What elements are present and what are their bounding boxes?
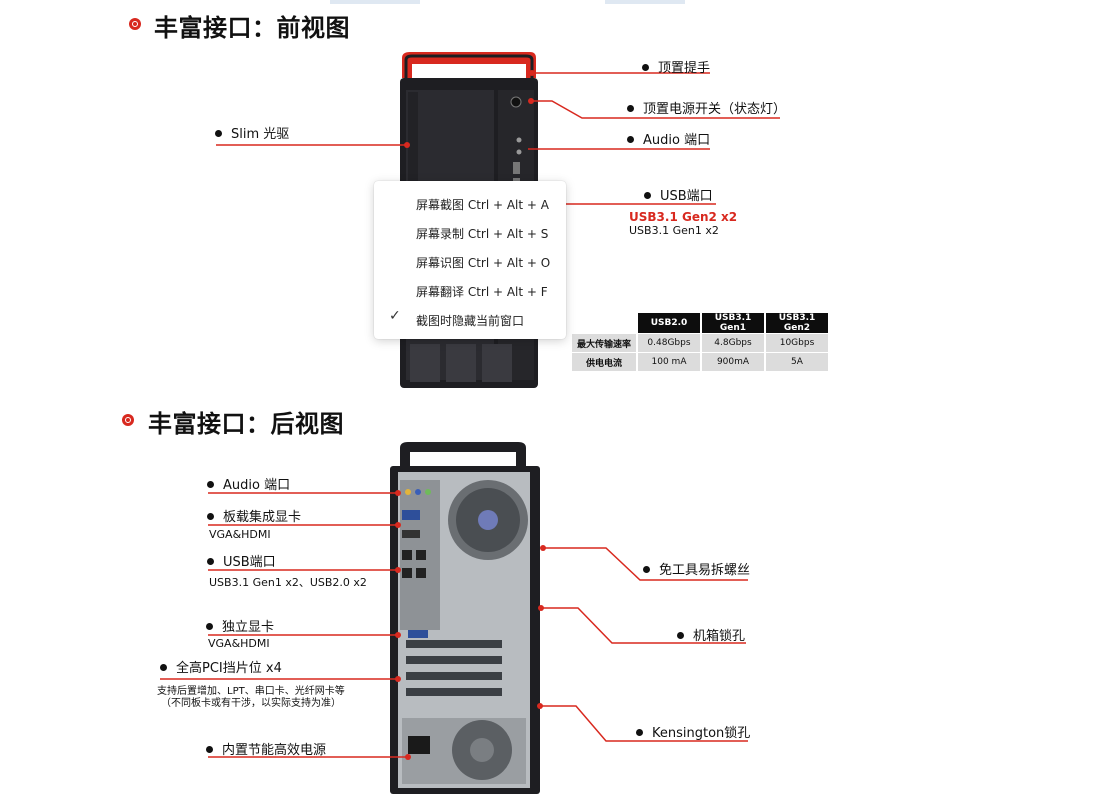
- usb-spec-table: USB2.0 USB3.1 Gen1 USB3.1 Gen2 最大传输速率 0.…: [572, 313, 830, 371]
- handle-text: 顶置提手: [658, 61, 711, 76]
- discrete-gpu-sub: VGA&HDMI: [208, 637, 270, 650]
- menu-item-label: 屏幕录制 Ctrl + Alt + S: [416, 227, 549, 241]
- bullet-dot: [642, 64, 649, 71]
- kensington-lock-label: Kensington锁孔: [636, 722, 750, 741]
- table-cell: 10Gbps: [765, 333, 830, 353]
- kensington-lock-text: Kensington锁孔: [652, 726, 751, 741]
- usb-gen2-note: USB3.1 Gen2 x2: [629, 210, 738, 224]
- screenshot-context-menu: 屏幕截图 Ctrl + Alt + A 屏幕录制 Ctrl + Alt + S …: [374, 181, 566, 339]
- tool-free-screw-text: 免工具易拆螺丝: [659, 563, 751, 578]
- usb-gen1-note: USB3.1 Gen1 x2: [629, 224, 719, 237]
- discrete-gpu-label: 独立显卡: [206, 616, 274, 635]
- power-label: 顶置电源开关（状态灯）: [627, 98, 786, 117]
- table-row: 最大传输速率 0.48Gbps 4.8Gbps 10Gbps: [572, 333, 830, 353]
- bullet-dot: [207, 513, 214, 520]
- tool-free-screw-label: 免工具易拆螺丝: [643, 559, 750, 578]
- table-cell: 900mA: [701, 352, 766, 371]
- onboard-gpu-sub: VGA&HDMI: [209, 528, 271, 541]
- bullet-dot: [207, 481, 214, 488]
- bullet-dot: [677, 632, 684, 639]
- table-cell: 5A: [765, 352, 830, 371]
- table-header-row: USB2.0 USB3.1 Gen1 USB3.1 Gen2: [572, 313, 830, 334]
- psu-text: 内置节能高效电源: [222, 743, 327, 758]
- back-audio-text: Audio 端口: [223, 478, 291, 493]
- back-usb-sub: USB3.1 Gen1 x2、USB2.0 x2: [209, 576, 367, 589]
- section-bullet-icon: [129, 18, 141, 30]
- menu-item-screen-translate[interactable]: 屏幕翻译 Ctrl + Alt + F: [374, 275, 566, 304]
- bullet-dot: [215, 130, 222, 137]
- menu-item-hide-window[interactable]: ✓ 截图时隐藏当前窗口: [374, 304, 566, 333]
- previous-slide-strip: [330, 0, 420, 4]
- pci-slot-text: 全高PCI挡片位 x4: [176, 661, 282, 676]
- bullet-dot: [636, 729, 643, 736]
- bullet-dot: [643, 566, 650, 573]
- table-row: 供电电流 100 mA 900mA 5A: [572, 352, 830, 371]
- front-usb-label: USB端口: [644, 185, 713, 204]
- power-text: 顶置电源开关（状态灯）: [643, 102, 787, 117]
- front-audio-text: Audio 端口: [643, 133, 711, 148]
- back-audio-label: Audio 端口: [207, 474, 290, 493]
- back-view-title: 丰富接口：后视图: [148, 410, 344, 438]
- section-bullet-icon: [122, 414, 134, 426]
- table-header-cell: USB2.0: [637, 313, 702, 334]
- back-usb-text: USB端口: [223, 555, 276, 570]
- onboard-gpu-label: 板载集成显卡: [207, 506, 301, 525]
- discrete-gpu-text: 独立显卡: [222, 620, 275, 635]
- bullet-dot: [160, 664, 167, 671]
- pci-slot-label: 全高PCI挡片位 x4: [160, 657, 282, 676]
- menu-item-label: 屏幕翻译 Ctrl + Alt + F: [416, 285, 548, 299]
- slim-drive-label: Slim 光驱: [215, 123, 289, 142]
- menu-item-label: 屏幕识图 Ctrl + Alt + O: [416, 256, 551, 270]
- menu-item-screen-capture[interactable]: 屏幕截图 Ctrl + Alt + A: [374, 188, 566, 217]
- table-header-cell: USB3.1 Gen1: [701, 313, 766, 334]
- table-cell: 0.48Gbps: [637, 333, 702, 353]
- bullet-dot: [207, 558, 214, 565]
- slim-drive-text: Slim 光驱: [231, 127, 290, 142]
- front-audio-label: Audio 端口: [627, 129, 710, 148]
- menu-item-label: 屏幕截图 Ctrl + Alt + A: [416, 198, 549, 212]
- psu-label: 内置节能高效电源: [206, 739, 326, 758]
- back-usb-label: USB端口: [207, 551, 276, 570]
- chassis-lock-text: 机箱锁孔: [693, 629, 746, 644]
- bullet-dot: [206, 623, 213, 630]
- table-row-header: 最大传输速率: [572, 333, 638, 353]
- bullet-dot: [627, 105, 634, 112]
- handle-label: 顶置提手: [642, 57, 710, 76]
- front-view-title: 丰富接口：前视图: [154, 14, 350, 42]
- table-corner-cell: [572, 313, 638, 334]
- table-header-cell: USB3.1 Gen2: [765, 313, 830, 334]
- back-pc-image: [390, 442, 540, 794]
- menu-item-label: 截图时隐藏当前窗口: [416, 314, 525, 328]
- table-cell: 4.8Gbps: [701, 333, 766, 353]
- table-cell: 100 mA: [637, 352, 702, 371]
- pci-note-line2: （不同板卡或有干涉，以实际支持为准）: [161, 698, 341, 709]
- checkmark-icon: ✓: [389, 308, 401, 324]
- menu-item-screen-record[interactable]: 屏幕录制 Ctrl + Alt + S: [374, 217, 566, 246]
- front-usb-text: USB端口: [660, 189, 713, 204]
- menu-item-screen-recognize[interactable]: 屏幕识图 Ctrl + Alt + O: [374, 246, 566, 275]
- bullet-dot: [206, 746, 213, 753]
- table-row-header: 供电电流: [572, 352, 638, 371]
- pci-note-line1: 支持后置增加、LPT、串口卡、光纤网卡等: [157, 686, 345, 697]
- onboard-gpu-text: 板载集成显卡: [223, 510, 302, 525]
- previous-slide-strip: [605, 0, 685, 4]
- bullet-dot: [627, 136, 634, 143]
- bullet-dot: [644, 192, 651, 199]
- chassis-lock-label: 机箱锁孔: [677, 625, 745, 644]
